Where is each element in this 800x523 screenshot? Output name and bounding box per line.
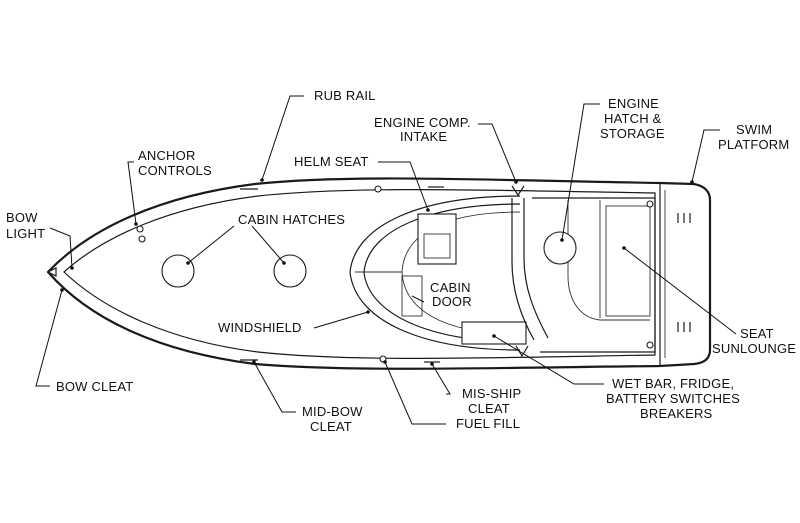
label-mis-ship-cleat-line1: MIS-SHIP — [462, 386, 521, 401]
cockpit — [349, 185, 656, 358]
leader-lines — [35, 95, 737, 425]
label-bow-cleat: BOW CLEAT — [56, 379, 133, 394]
label-anchor-controls-line2: CONTROLS — [138, 163, 212, 178]
label-wet-bar-line3: BREAKERS — [640, 406, 713, 421]
label-swim-platform-line2: PLATFORM — [718, 137, 789, 152]
label-mis-ship-cleat-line2: CLEAT — [468, 401, 510, 416]
label-engine-comp-line2: INTAKE — [400, 129, 447, 144]
label-bow-light-line2: LIGHT — [6, 226, 45, 241]
label-engine-hatch-line1: ENGINE — [608, 96, 659, 111]
cabin-hatches — [161, 254, 307, 288]
label-anchor-controls-line1: ANCHOR — [138, 148, 196, 163]
label-wet-bar-line1: WET BAR, FRIDGE, — [612, 376, 734, 391]
label-rub-rail: RUB RAIL — [314, 88, 376, 103]
label-windshield: WINDSHIELD — [218, 320, 302, 335]
label-swim-platform-line1: SWIM — [736, 122, 772, 137]
label-seat-sunlounge-line2: SUNLOUNGE — [712, 341, 796, 356]
boat-hull — [46, 177, 712, 370]
label-engine-hatch-line3: STORAGE — [600, 126, 665, 141]
label-mid-bow-cleat-line2: CLEAT — [310, 419, 352, 434]
label-mid-bow-cleat-line1: MID-BOW — [302, 404, 363, 419]
label-bow-light-line1: BOW — [6, 210, 38, 225]
labels: RUB RAIL ANCHOR CONTROLS BOW LIGHT HELM … — [6, 88, 796, 434]
label-engine-comp-line1: ENGINE COMP. — [374, 115, 471, 130]
label-fuel-fill: FUEL FILL — [456, 416, 520, 431]
label-cabin-door-line2: DOOR — [432, 294, 472, 309]
label-wet-bar-line2: BATTERY SWITCHES — [606, 391, 740, 406]
label-cabin-hatches: CABIN HATCHES — [238, 212, 345, 227]
label-helm-seat: HELM SEAT — [294, 154, 369, 169]
label-seat-sunlounge-line1: SEAT — [740, 326, 774, 341]
swim-platform-vents — [677, 213, 691, 332]
label-cabin-door-line1: CABIN — [430, 280, 471, 295]
label-engine-hatch-line2: HATCH & — [604, 111, 662, 126]
